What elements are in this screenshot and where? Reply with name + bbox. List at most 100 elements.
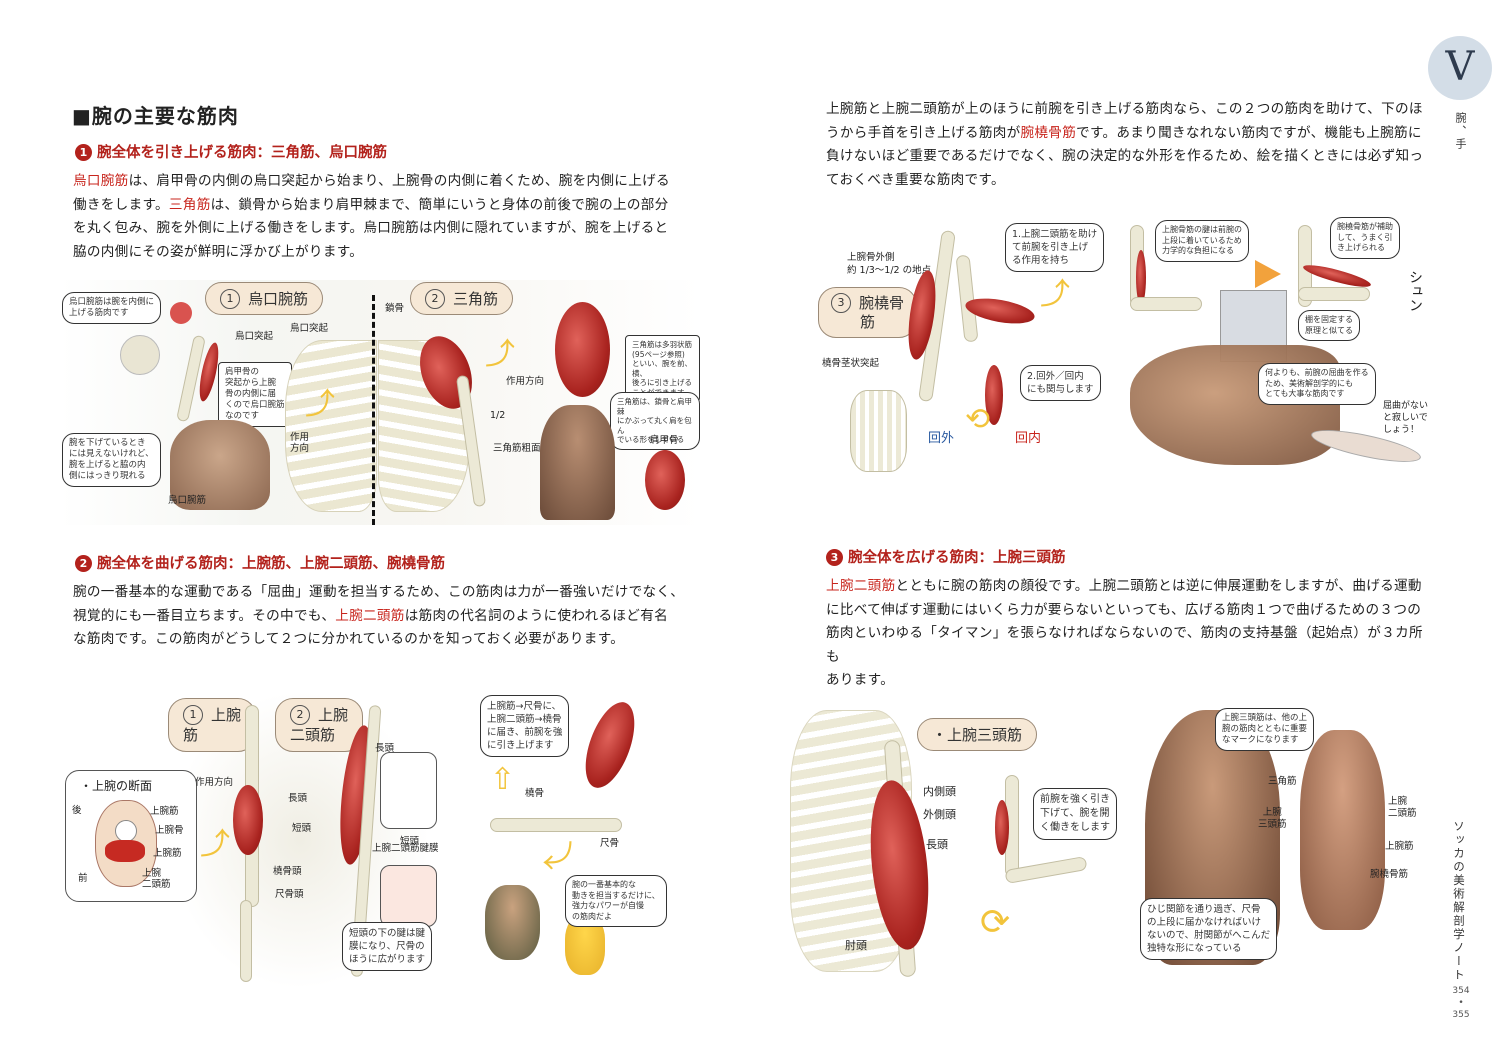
intro-line2a: うから手首を引き上げる筋肉が xyxy=(826,124,1021,141)
label-dir1: 作用 方向 xyxy=(290,432,310,454)
page-number-left: 354 xyxy=(1452,986,1470,996)
page-numbers: 354 • 355 xyxy=(1446,985,1476,1021)
term-brachioradialis: 腕橈骨筋 xyxy=(1020,124,1077,141)
page-number-dot: • xyxy=(1458,998,1464,1008)
divider-dashed xyxy=(372,295,375,525)
fig2-tag2-number: 2 xyxy=(290,705,310,725)
note-flexor-power: 腕の一番基本的な 動きを担当するだけに、 強力なパワーが自慢 の筋肉だよ xyxy=(565,875,667,927)
section1-line2b: は、鎖骨から始まり肩甲棘まで、簡単にいうと身体の前後で腕の上の部分 xyxy=(210,196,669,213)
label-deltoid-fig4: 三角筋 xyxy=(1268,776,1297,787)
term-deltoid: 三角筋 xyxy=(168,196,211,213)
label-brachialis-cs-2: 上腕筋 xyxy=(153,848,182,859)
stick-figure-head xyxy=(120,335,160,375)
label-pronation: 回内 xyxy=(1015,431,1042,446)
scapula-deltoid-muscle xyxy=(645,450,685,510)
page-heading: ■腕の主要な筋肉 xyxy=(72,104,239,128)
tag-deltoid: 2 三角筋 xyxy=(410,282,514,315)
intro-line4: ておくべき重要な筋肉です。 xyxy=(826,171,1005,188)
fig2-tag1-text: 上腕 筋 xyxy=(183,706,242,744)
section2-line1: 腕の一番基本的な運動である「屈曲」運動を担当するため、この筋肉は力が一番強いだけ… xyxy=(73,584,685,600)
cross-section-bone xyxy=(115,820,137,842)
label-lateral-head: 外側頭 xyxy=(923,808,956,821)
label-coracoid: 烏口突起 xyxy=(235,331,274,342)
note-sup-pro: 2.回外／回内 にも関与します xyxy=(1020,365,1101,401)
forearm-diagram-1 xyxy=(1130,297,1202,311)
forearm-bone-2 xyxy=(490,818,622,832)
label-olecranon: 肘頭 xyxy=(845,939,867,952)
label-lateral-humerus: 上腕骨外側 約 1/3〜1/2 の地点 xyxy=(847,252,932,276)
arrow-next-diagram xyxy=(1255,260,1281,288)
hand-skeleton xyxy=(850,390,907,472)
section1-line2a: 働きをします。 xyxy=(73,196,169,213)
fig2-tag1-number: 1 xyxy=(183,705,203,725)
tag2-text: 三角筋 xyxy=(453,290,499,308)
tag1-text: 烏口腕筋 xyxy=(248,290,309,308)
section2-line2b: は筋肉の代名詞のように使われるほど有名 xyxy=(404,607,668,624)
flex-arrow-1: ⤴ xyxy=(200,827,230,862)
note-deltoid-shape: 三角筋は、鎖骨と肩甲棘 にかぶって丸く肩を包ん でいる形をしている xyxy=(610,392,700,450)
shoulder-detail-box xyxy=(380,752,437,829)
label-half: 1/2 xyxy=(490,410,506,421)
label-humerus-cs: 上腕骨 xyxy=(155,825,184,836)
note-insertions: 上腕筋→尺骨に、 上腕二頭筋→橈骨 に届き、前腕を強 に引き上げます xyxy=(480,695,570,757)
chapter-number: V xyxy=(1445,44,1475,90)
fig3-tag-text: 腕橈骨 筋 xyxy=(859,294,905,331)
intro-line3: 負けないほど重要であるだけでなく、腕の決定的な外形を作るため、絵を描くときには必… xyxy=(826,148,1424,164)
tag2-number: 2 xyxy=(425,289,445,309)
section3-line3: 筋肉といわゆる「タイマン」を張らなければならないので、筋肉の支持基盤（起始点）が… xyxy=(826,625,1423,665)
label-short-head-2: 短頭 xyxy=(400,836,420,847)
note-extension: 前腕を強く引き 下げて、腕を開 く働きをします xyxy=(1033,788,1117,840)
label-scapula: 肩甲骨 xyxy=(650,435,679,446)
note-shelf-principle: 棚を固定する 原理と似てる xyxy=(1298,310,1360,341)
label-medial-head: 内側頭 xyxy=(923,785,956,798)
label-radius-head: 橈骨頭 xyxy=(273,866,302,877)
section2-title-text: 腕全体を曲げる筋肉：上腕筋、上腕二頭筋、腕橈骨筋 xyxy=(97,556,445,572)
section2-number: 2 xyxy=(75,555,92,572)
label-brachialis-cs: 上腕筋 xyxy=(150,806,179,817)
term-biceps: 上腕二頭筋 xyxy=(335,607,405,624)
figure-triceps: ・上腕三頭筋 内側頭 外側頭 長頭 肘頭 前腕を強く引き 下げて、腕を開 く働き… xyxy=(790,700,1420,985)
ribcage-left-half xyxy=(285,340,377,512)
label-triceps-a: 上腕 三頭筋 xyxy=(1258,807,1287,830)
forearm-muscle-small xyxy=(985,365,1003,425)
section1-line1: は、肩甲骨の内側の烏口突起から始まり、上腕骨の内側に着くため、腕を内側に上げる xyxy=(128,173,670,189)
label-biceps-fig4: 上腕 二頭筋 xyxy=(1388,796,1417,819)
page-number-right: 355 xyxy=(1452,1010,1470,1020)
label-radial-styloid: 橈骨茎状突起 xyxy=(822,358,880,369)
label-dir2: 作用方向 xyxy=(506,376,545,387)
note-cb-raise: 烏口腕筋は腕を内側に 上げる筋肉です xyxy=(62,292,162,324)
section1-title-text: 腕全体を引き上げる筋肉：三角筋、烏口腕筋 xyxy=(97,145,387,161)
action-arrow-2: ⤴ xyxy=(485,337,515,372)
label-biceps-cs: 上腕 二頭筋 xyxy=(142,868,171,890)
deltoid-detail-muscle xyxy=(555,302,610,397)
note-short-head-tendon: 短頭の下の腱は腱 膜になり、尺骨の ほうに広がります xyxy=(342,922,433,971)
muscle-diagram-1 xyxy=(1136,250,1146,305)
tag1-number: 1 xyxy=(220,289,240,309)
label-long-head: 長頭 xyxy=(288,793,308,804)
label-ulna-head: 尺骨頭 xyxy=(275,889,304,900)
section3-line2: に比べて伸ばす運動にはいくら力が要らないといっても、広げる筋肉１つで曲げるための… xyxy=(826,601,1422,618)
section1-body: 烏口腕筋は、肩甲骨の内側の烏口突起から始まり、上腕骨の内側に着くため、腕を内側に… xyxy=(73,170,693,264)
label-action-direction: 作用方向 xyxy=(195,777,234,788)
label-ulna: 尺骨 xyxy=(600,838,620,849)
note-important-muscle: 何よりも、前腕の屈曲を作る ため、美術解剖学的にも とても大事な筋肉です xyxy=(1258,363,1376,405)
cross-section-title: ・上腕の断面 xyxy=(80,779,153,793)
forearm-diagram-2 xyxy=(1298,287,1370,301)
intro-line1: 上腕筋と上腕二頭筋が上のほうに前腕を引き上げる筋肉なら、この２つの筋肉を助けて、… xyxy=(826,101,1423,117)
label-front: 前 xyxy=(78,873,88,884)
label-aponeurosis: 上腕二頭筋腱膜 xyxy=(372,843,439,854)
section1-line3: を丸く包み、腕を外側に上げる働きをします。烏口腕筋は内側に隠れていますが、腕を上… xyxy=(73,220,669,236)
label-clavicle: 鎖骨 xyxy=(385,303,405,314)
bodybuilder-illustration xyxy=(540,405,615,520)
note-assist-lift: 腕橈骨筋が補助 して、うまく引 き上げられる xyxy=(1330,217,1400,259)
note-cb-origin: 肩甲骨の 突起から上腕 骨の内側に届 くので烏口腕筋 なのです xyxy=(218,362,292,427)
flex-arrow-2: ⇧ xyxy=(490,762,516,797)
note-elbow-shape: ひじ関節を通り過ぎ、尺骨 の上段に届かなければいけ ないので、肘関節がへこんだ … xyxy=(1140,898,1278,960)
chapter-badge xyxy=(1428,36,1492,100)
